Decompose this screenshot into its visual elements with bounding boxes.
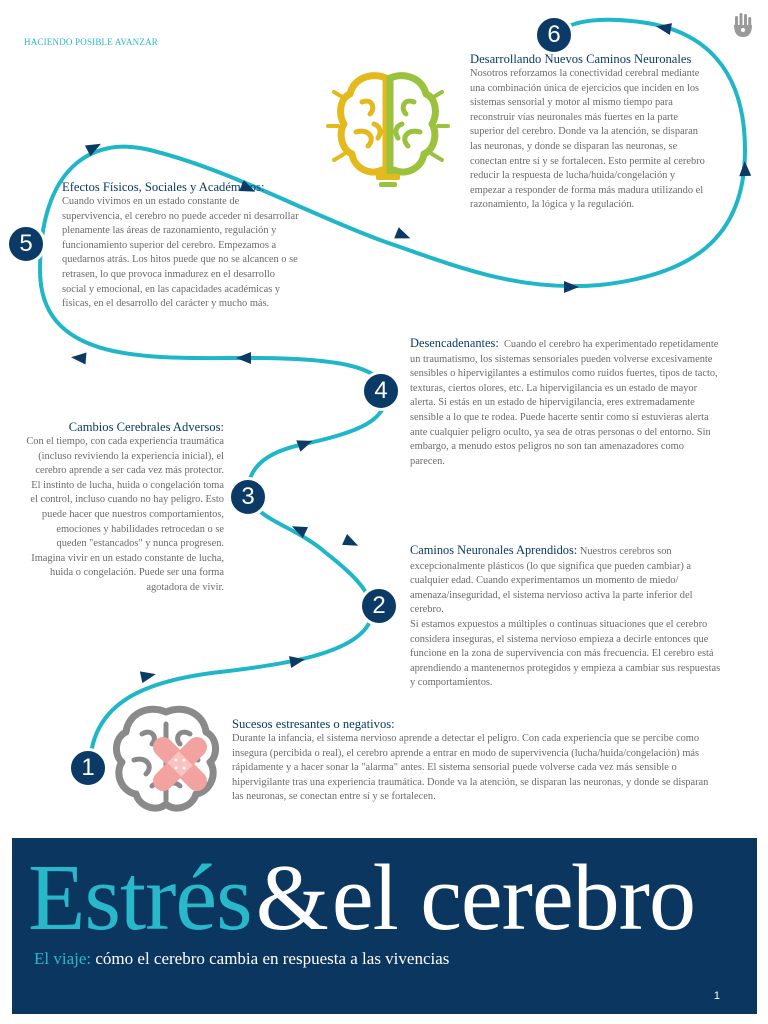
path-arrow-icon: [84, 143, 101, 157]
path-arrow-icon: [342, 534, 359, 546]
step-6-block: Desarrollando Nuevos Caminos Neuronales …: [470, 52, 708, 213]
step-badge-3: 3: [228, 477, 268, 517]
step-5-title: Efectos Físicos, Sociales y Académicos:: [62, 180, 265, 194]
main-title-part-2: el cerebro: [331, 846, 696, 950]
path-arrow-icon: [236, 352, 251, 364]
path-arrow-icon: [296, 440, 313, 452]
path-arrow-icon: [656, 23, 672, 35]
step-4-title: Desencadenantes:: [410, 336, 499, 350]
step-2-body-2: Si estamos expuestos a múltiples o conti…: [410, 618, 721, 689]
path-arrow-icon: [394, 227, 411, 239]
subtitle-rest: cómo el cerebro cambia en respuesta a la…: [91, 949, 450, 968]
brain-bandage-icon: [113, 705, 219, 812]
path-arrow-icon: [739, 161, 752, 177]
step-5-body: Cuando vivimos en un estado constante de…: [62, 196, 299, 310]
step-badge-2: 2: [359, 586, 399, 626]
step-1-body: Durante la infancia, el sistema nervioso…: [232, 733, 709, 803]
step-3-block: Cambios Cerebrales Adversos: Con el tiem…: [24, 420, 224, 596]
title-banner: Estrés&el cerebro El viaje: cómo el cere…: [12, 838, 757, 1014]
step-badge-4: 4: [361, 371, 401, 411]
main-title: Estrés&el cerebro: [28, 846, 696, 950]
step-6-title: Desarrollando Nuevos Caminos Neuronales: [470, 52, 692, 66]
step-3-body: Con el tiempo, con cada experiencia trau…: [26, 436, 224, 593]
path-arrow-icon: [139, 671, 156, 684]
step-badge-1: 1: [68, 748, 108, 788]
step-1-block: Sucesos estresantes o negativos: Durante…: [232, 717, 716, 805]
main-title-ampersand: &: [255, 846, 329, 950]
path-arrow-icon: [291, 526, 308, 538]
step-5-block: Efectos Físicos, Sociales y Académicos: …: [62, 180, 300, 312]
step-3-title: Cambios Cerebrales Adversos:: [68, 420, 224, 434]
step-4-block: Desencadenantes: Cuando el cerebro ha ex…: [410, 336, 720, 469]
path-arrow-icon: [289, 656, 305, 668]
path-arrow-icon: [71, 352, 87, 365]
step-2-block: Caminos Neuronales Aprendidos: Nuestros …: [410, 543, 722, 691]
step-4-body: Cuando el cerebro ha experimentado repet…: [410, 339, 719, 467]
path-arrow-icon: [564, 281, 579, 293]
main-title-part-1: Estrés: [28, 846, 253, 950]
brain-lightbulb-icon: [326, 72, 450, 187]
step-6-body: Nosotros reforzamos la conectividad cere…: [470, 68, 705, 211]
step-badge-6: 6: [534, 15, 574, 55]
organization-name: HACIENDO POSIBLE AVANZAR: [24, 37, 158, 47]
subtitle: El viaje: cómo el cerebro cambia en resp…: [34, 949, 449, 969]
step-2-body: Nuestros cerebros son excepcionalmente p…: [410, 546, 693, 616]
path-arrow-icon: [239, 180, 256, 192]
step-2-title: Caminos Neuronales Aprendidos:: [410, 543, 578, 557]
page-number: 1: [713, 990, 720, 1002]
subtitle-highlight: El viaje:: [34, 949, 92, 968]
hand-logo-icon: [734, 13, 752, 37]
step-1-title: Sucesos estresantes o negativos:: [232, 717, 395, 731]
step-badge-5: 5: [6, 224, 46, 264]
